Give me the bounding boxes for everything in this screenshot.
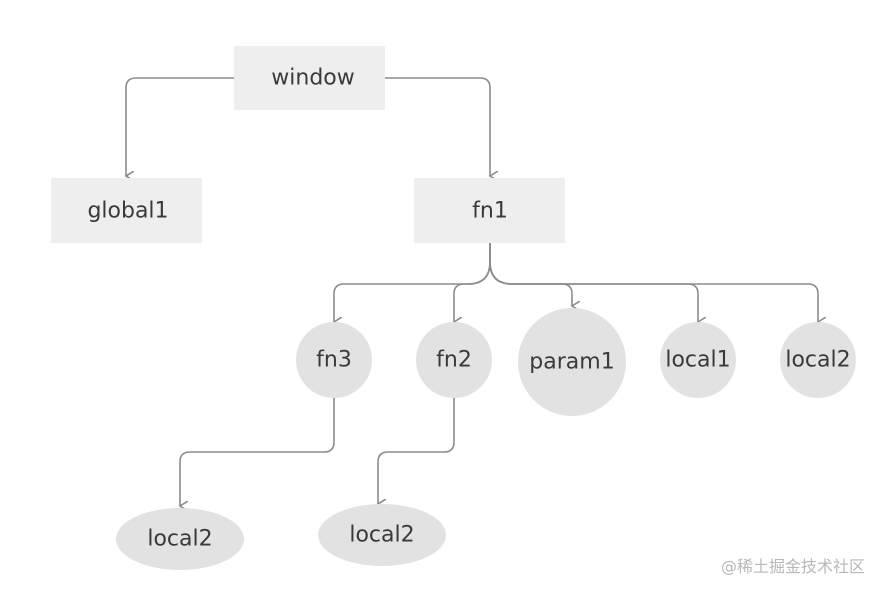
- node-local2-left: local2: [116, 508, 244, 570]
- edges: [126, 77, 818, 506]
- node-label-param1: param1: [529, 350, 614, 375]
- node-local2-middle: local2: [318, 504, 446, 566]
- node-label-global1: global1: [87, 199, 168, 224]
- edge-window-fn1: [385, 77, 490, 176]
- edge-window-global1: [126, 77, 234, 176]
- node-label-local2-right: local2: [785, 348, 850, 373]
- node-local2-right: local2: [780, 322, 856, 398]
- watermark-text: @稀土掘金技术社区: [720, 557, 865, 576]
- node-window: window: [234, 46, 385, 110]
- edge-fn3-local2: [180, 398, 335, 506]
- node-global1: global1: [51, 178, 202, 243]
- node-fn2: fn2: [416, 322, 492, 398]
- node-fn3: fn3: [296, 322, 372, 398]
- node-local1: local1: [660, 322, 736, 398]
- edge-fn2-local2: [378, 398, 455, 504]
- node-label-local1: local1: [665, 348, 730, 373]
- node-label-local2-left: local2: [147, 527, 212, 552]
- node-label-window: window: [271, 66, 354, 91]
- node-label-local2-middle: local2: [349, 523, 414, 548]
- edge-fn1-fn3: [334, 243, 491, 322]
- node-fn1: fn1: [414, 178, 565, 243]
- node-label-fn3: fn3: [316, 348, 352, 373]
- edge-fn1-local2: [489, 243, 818, 322]
- node-label-fn1: fn1: [472, 199, 508, 224]
- edge-fn1-param1: [489, 243, 572, 306]
- edge-fn1-fn2: [454, 243, 491, 322]
- node-label-fn2: fn2: [436, 348, 472, 373]
- node-param1: param1: [518, 308, 626, 416]
- edge-fn1-local1: [489, 243, 698, 322]
